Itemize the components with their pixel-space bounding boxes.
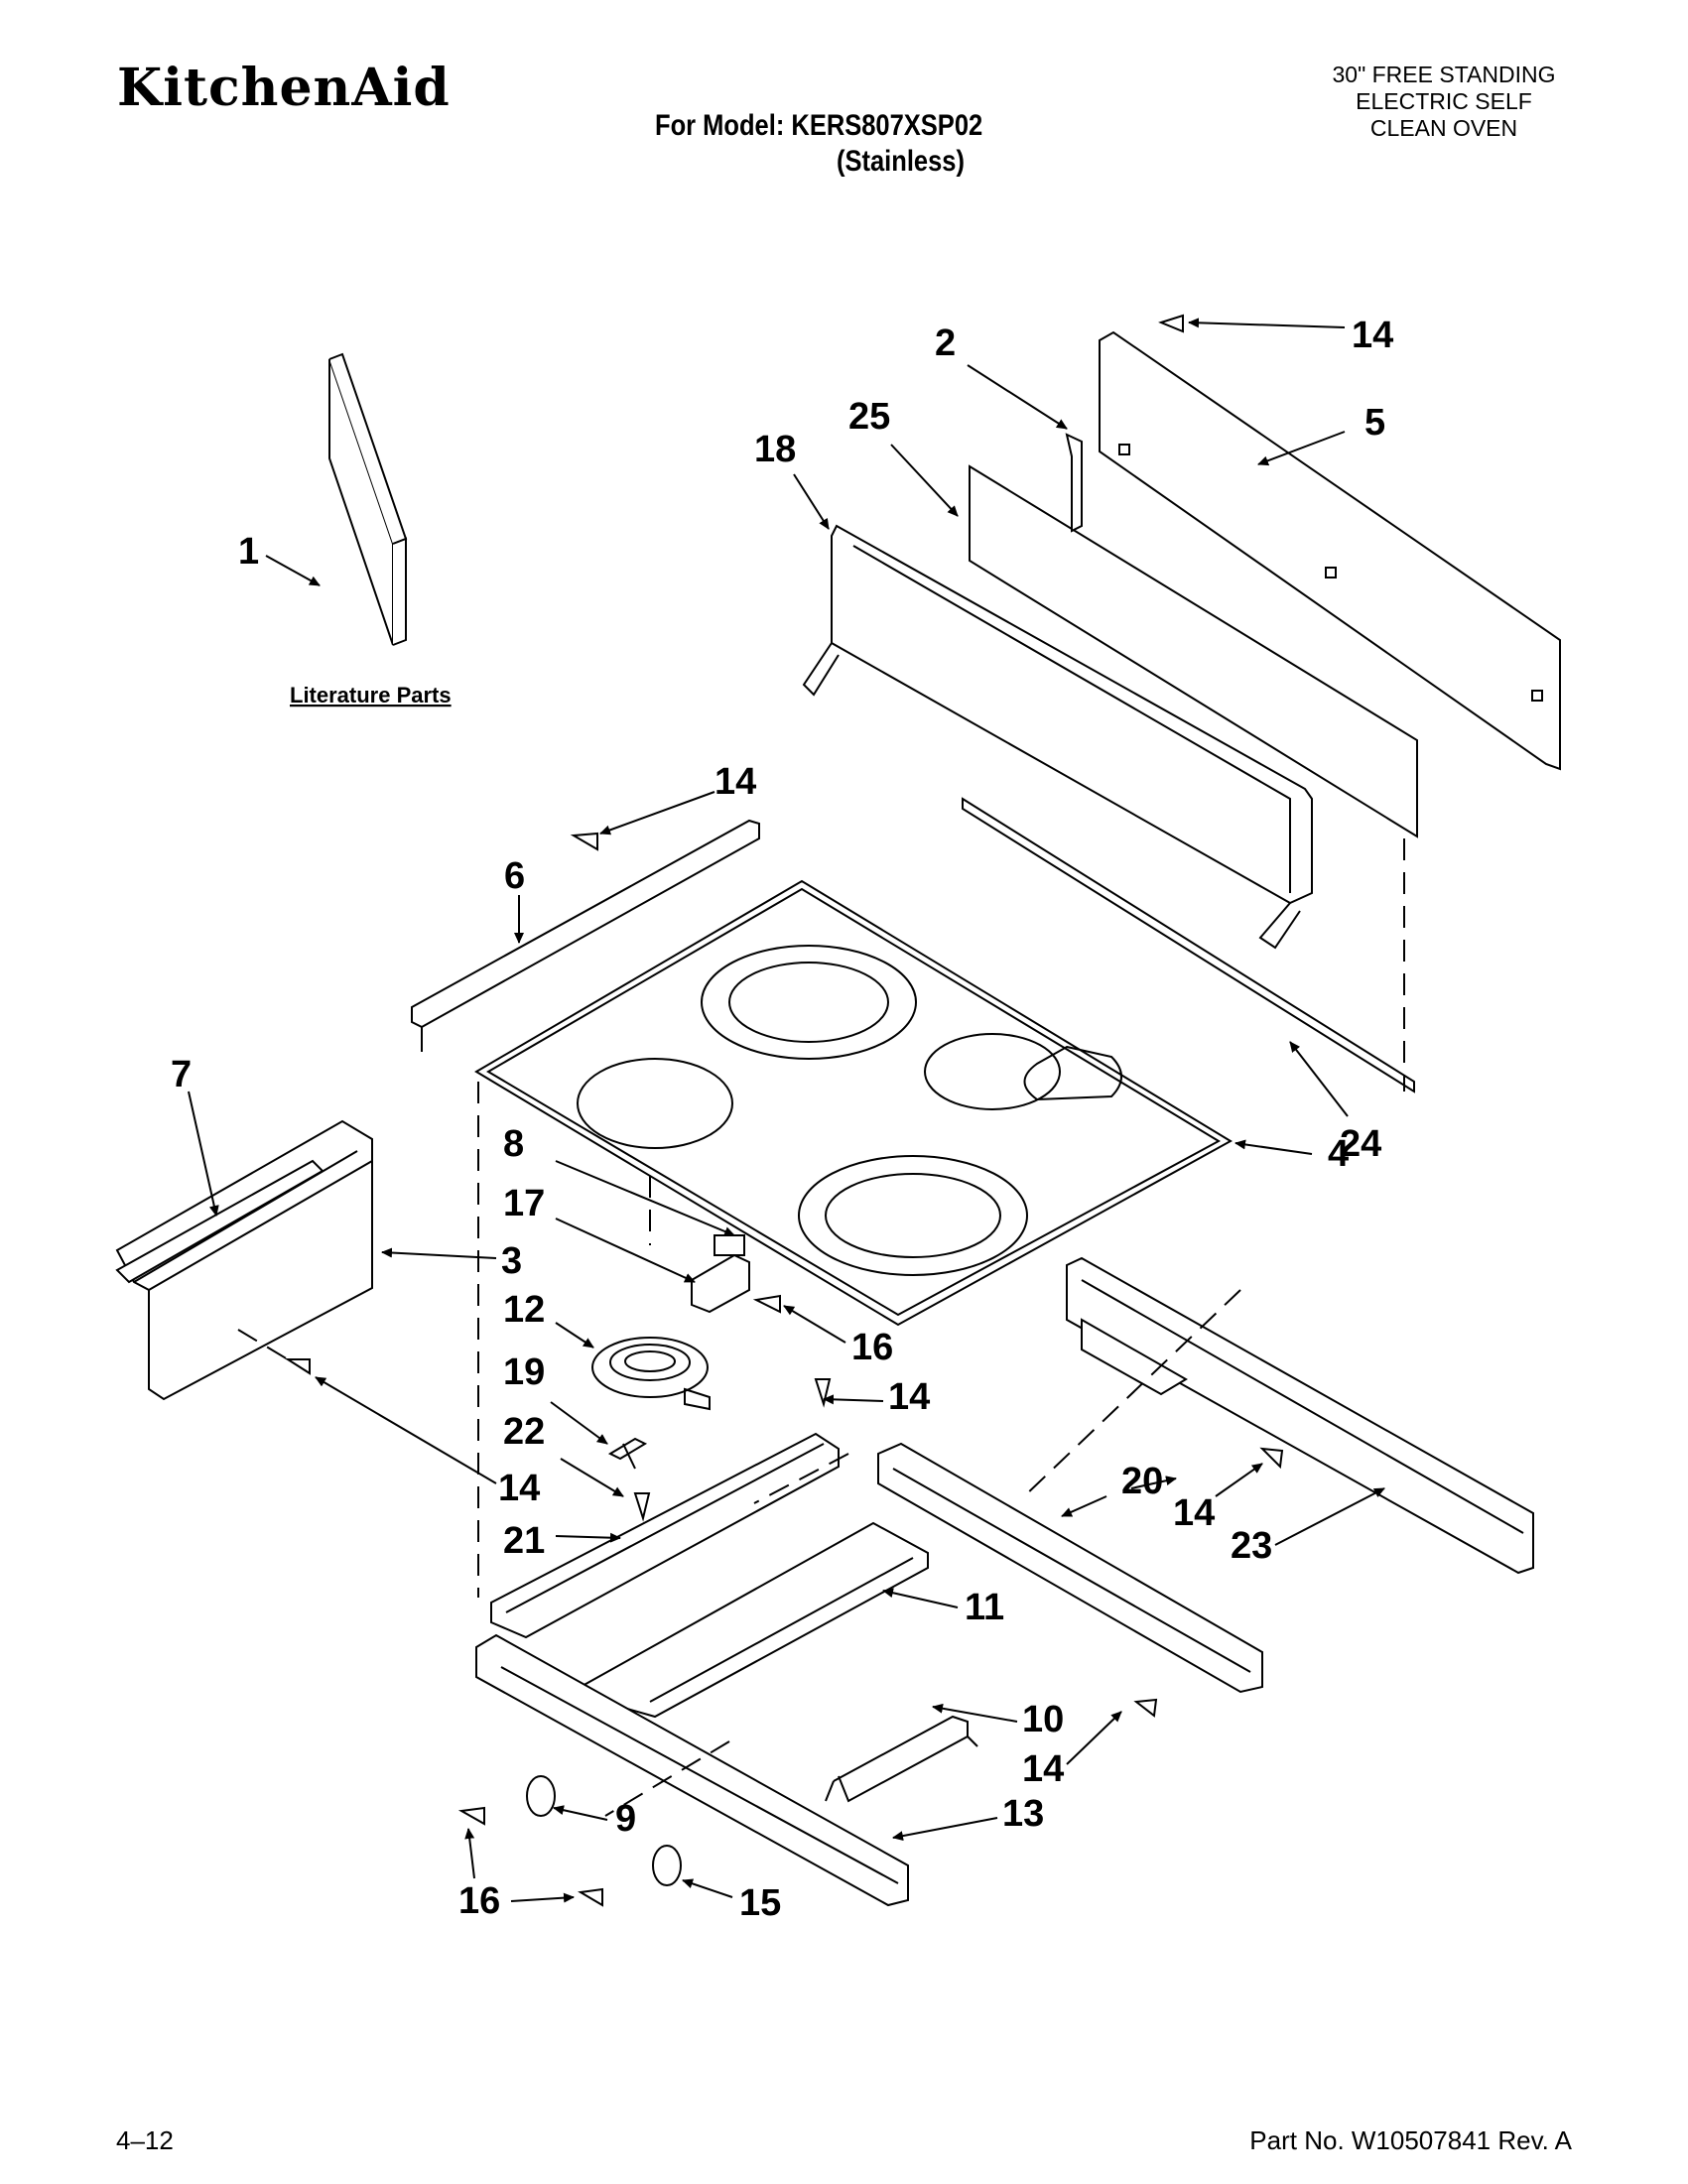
- callout-4: 4: [1328, 1133, 1349, 1175]
- callout-19: 19: [503, 1351, 545, 1393]
- callout-14-mid: 14: [888, 1376, 930, 1418]
- backguard-panel-part: [1099, 330, 1561, 771]
- bracket-part: [1065, 433, 1083, 533]
- callout-16-bottom: 16: [458, 1880, 500, 1922]
- description-line: ELECTRIC SELF: [1356, 88, 1532, 114]
- strip-part: [115, 1159, 325, 1284]
- callout-14-side: 14: [714, 761, 756, 803]
- callout-14-top: 14: [1352, 315, 1393, 356]
- front-frame-part: [475, 1633, 909, 1907]
- center-bracket-part: [490, 1432, 840, 1639]
- part-number: Part No. W10507841 Rev. A: [1249, 2125, 1572, 2155]
- callout-6: 6: [504, 855, 525, 897]
- callout-12: 12: [503, 1289, 545, 1331]
- callout-labels: 1 2 25 18 14 5 14 6 7 24 8 4 17 3 12 16 …: [171, 315, 1393, 1924]
- knob-part: [526, 1775, 682, 1886]
- model-title: For Model: KERS807XSP02: [655, 109, 983, 142]
- callout-10: 10: [1022, 1699, 1064, 1740]
- callout-15: 15: [739, 1882, 781, 1924]
- description-line: CLEAN OVEN: [1369, 115, 1518, 141]
- callout-16-mid: 16: [851, 1327, 893, 1368]
- callout-23: 23: [1231, 1525, 1272, 1567]
- callout-24: 24: [1340, 1123, 1381, 1165]
- radiant-element-part: [591, 1337, 711, 1411]
- product-description: 30" FREE STANDING ELECTRIC SELF CLEAN OV…: [1290, 62, 1598, 142]
- callout-7: 7: [171, 1054, 192, 1095]
- callout-21: 21: [503, 1520, 545, 1562]
- callout-8: 8: [503, 1123, 524, 1165]
- finish-subtitle: (Stainless): [837, 145, 965, 178]
- alignment-lines: [237, 838, 1405, 1817]
- callout-22: 22: [503, 1411, 545, 1453]
- right-rail-part: [877, 1442, 1263, 1694]
- trim-strip-part: [962, 797, 1415, 1093]
- callout-11: 11: [965, 1587, 1004, 1628]
- leader-arrows: [188, 318, 1385, 1903]
- switch-part: [691, 1234, 750, 1314]
- glass-panel-part: [969, 464, 1418, 838]
- description-line: 30" FREE STANDING: [1332, 62, 1556, 87]
- callout-13: 13: [1002, 1793, 1044, 1835]
- callout-5: 5: [1364, 402, 1385, 444]
- callout-2: 2: [935, 322, 956, 364]
- page-number: 4–12: [116, 2125, 174, 2155]
- callout-18: 18: [754, 429, 796, 470]
- callout-25: 25: [848, 396, 890, 438]
- callout-1: 1: [238, 531, 259, 573]
- callout-9: 9: [615, 1798, 636, 1840]
- side-trim-part: [411, 819, 760, 1052]
- rear-rail-part: [1066, 1256, 1534, 1575]
- brand-logo: KitchenAid: [117, 58, 451, 118]
- clip-part: [607, 1437, 648, 1470]
- literature-caption: Literature Parts: [290, 683, 452, 707]
- literature-book-part: [328, 352, 408, 646]
- callout-14-left: 14: [498, 1468, 540, 1509]
- backguard-frame-part: [802, 524, 1313, 950]
- handle-part: [825, 1715, 978, 1803]
- callout-20: 20: [1121, 1461, 1163, 1502]
- callout-3: 3: [501, 1240, 522, 1282]
- screw-parts: [284, 314, 1284, 1907]
- callout-17: 17: [503, 1183, 545, 1224]
- callout-14-bottom: 14: [1022, 1748, 1064, 1790]
- cooktop-glass-part: [474, 879, 1233, 1327]
- callout-14-right: 14: [1173, 1492, 1215, 1534]
